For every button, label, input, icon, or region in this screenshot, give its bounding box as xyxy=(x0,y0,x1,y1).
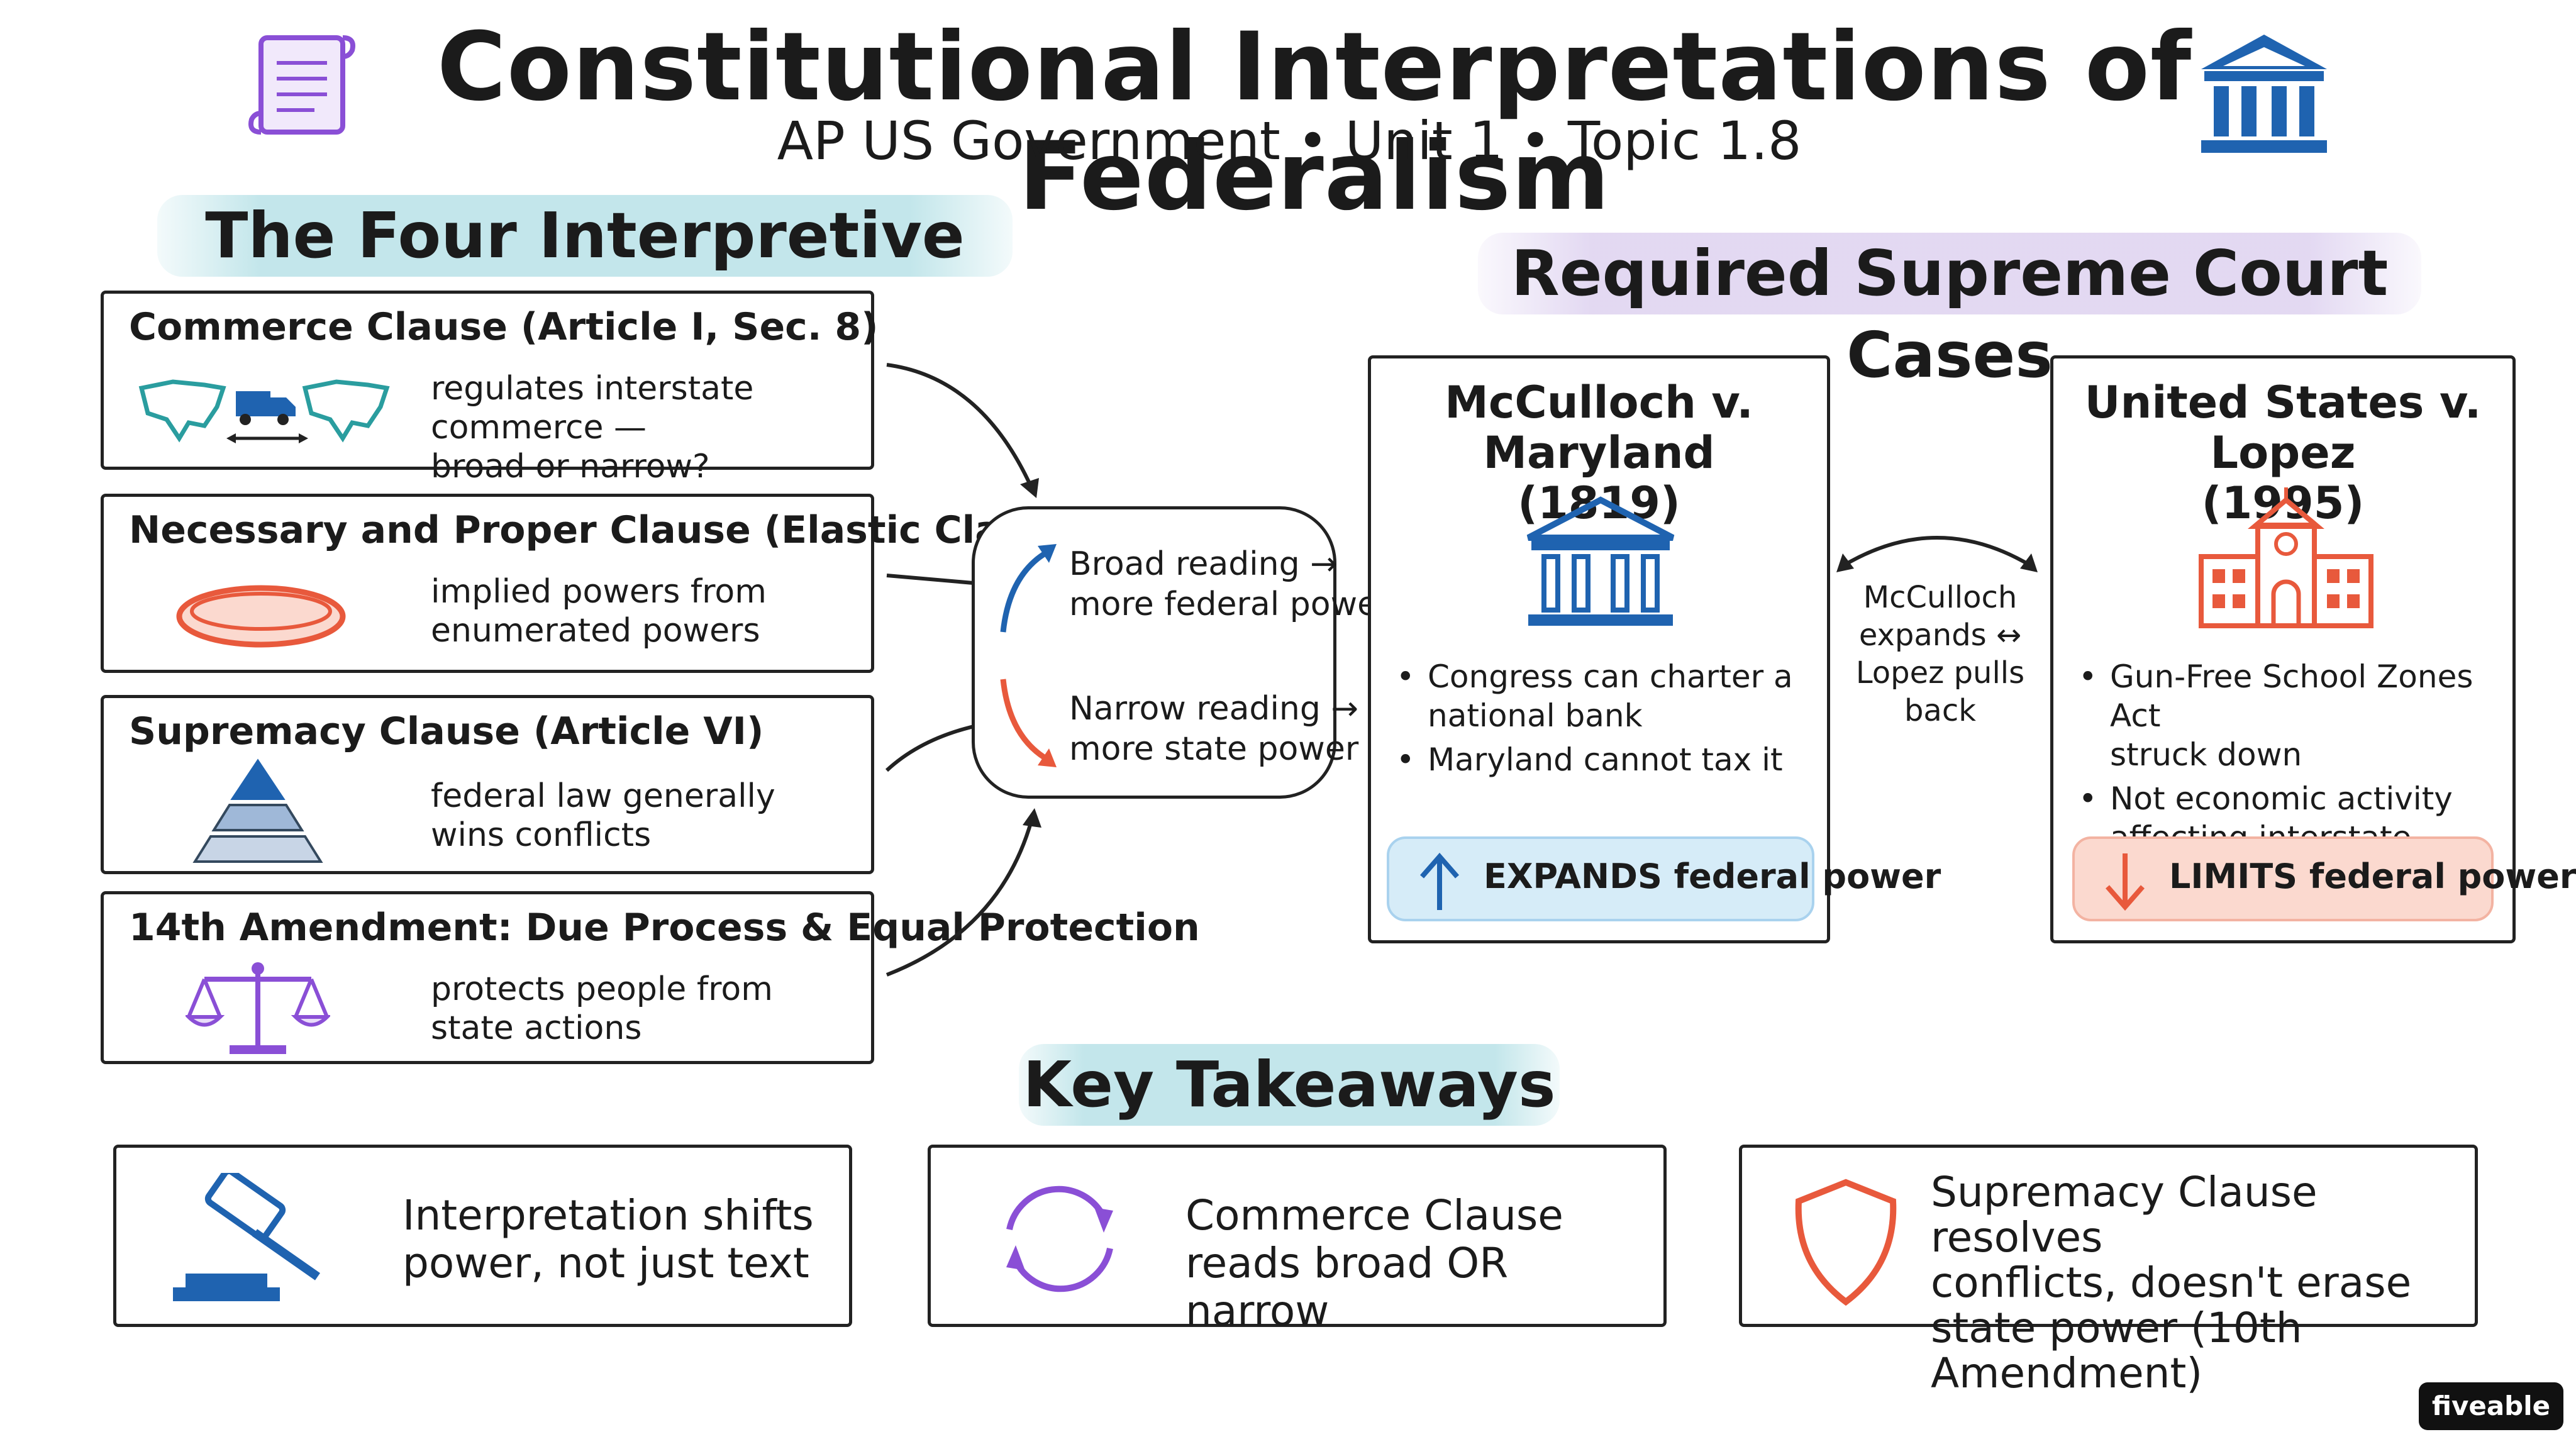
broad-reading-line: more federal power xyxy=(1069,586,1391,623)
tool-title: 14th Amendment: Due Process & Equal Prot… xyxy=(129,906,1200,950)
tool-desc-line: wins conflicts xyxy=(431,816,652,854)
takeaway-line: Supremacy Clause resolves xyxy=(1931,1168,2318,1262)
case-bullet-continued: national bank xyxy=(1428,697,1643,734)
tool-desc-line: broad or narrow? xyxy=(431,448,710,486)
takeaway-line: Commerce Clause xyxy=(1185,1191,1563,1240)
takeaway-card: Commerce Clause reads broad OR narrow xyxy=(928,1145,1667,1335)
us-map-truck-icon xyxy=(135,369,399,457)
takeaways-heading: Key Takeaways xyxy=(1019,1044,1560,1126)
comparison-line: Lopez pulls back xyxy=(1855,655,2025,728)
takeaway-line: power, not just text xyxy=(402,1239,809,1287)
tool-box-commerce: Commerce Clause (Article I, Sec. 8) regu… xyxy=(101,291,879,486)
cases-heading: Required Supreme Court Cases xyxy=(1478,233,2421,392)
tool-desc-line: protects people from xyxy=(431,970,773,1008)
tools-heading: The Four Interpretive Tools xyxy=(157,195,1013,354)
gavel-icon xyxy=(173,1168,336,1305)
expands-badge: EXPANDS federal power xyxy=(1387,836,1941,921)
courthouse-icon xyxy=(1519,494,1682,632)
narrow-reading-arrow-icon xyxy=(1000,679,1057,767)
broad-reading-arrow-icon xyxy=(1000,544,1057,633)
tool-box-necessary-proper: Necessary and Proper Clause (Elastic Cla… xyxy=(101,494,1092,673)
comparison-line: expands ↔ xyxy=(1858,618,2022,653)
tool-desc-line: federal law generally xyxy=(431,777,775,815)
case-title-name: McCulloch v. Maryland xyxy=(1445,377,1753,479)
expands-badge-label: EXPANDS federal power xyxy=(1484,857,1941,896)
tool-desc-line: state actions xyxy=(431,1009,642,1047)
takeaway-line: Interpretation shifts xyxy=(402,1191,814,1240)
narrow-reading-line: Narrow reading → xyxy=(1069,690,1358,728)
scroll-icon xyxy=(248,28,362,148)
takeaway-card: Supremacy Clause resolves conflicts, doe… xyxy=(1739,1145,2478,1396)
takeaway-line: conflicts, doesn't erase xyxy=(1931,1258,2412,1307)
up-arrow-icon xyxy=(1419,852,1460,910)
broad-reading-line: Broad reading → xyxy=(1069,545,1338,583)
school-icon xyxy=(2195,487,2377,632)
case-bullet: Maryland cannot tax it xyxy=(1428,741,1783,778)
elastic-band-icon xyxy=(167,572,355,660)
takeaway-line: reads broad OR narrow xyxy=(1185,1239,1509,1335)
cycle-arrows-icon xyxy=(991,1173,1129,1305)
tool-desc-line: enumerated powers xyxy=(431,612,760,650)
case-bullet: Gun-Free School Zones Act xyxy=(2110,658,2473,734)
tool-desc-line: regulates interstate commerce — xyxy=(431,370,754,447)
scales-icon xyxy=(184,957,332,1058)
tool-box-supremacy: Supremacy Clause (Article VI) federal la… xyxy=(101,695,874,874)
tool-title: Necessary and Proper Clause (Elastic Cla… xyxy=(129,508,1093,552)
case-bullet: Congress can charter a xyxy=(1428,658,1793,695)
page-title: Constitutional Interpretations of Federa… xyxy=(436,13,2192,231)
takeaway-card: Interpretation shifts power, not just te… xyxy=(113,1145,852,1327)
pyramid-icon xyxy=(176,755,340,868)
case-card-mcculloch: McCulloch v. Maryland (1819) Congress ca… xyxy=(1368,355,1941,943)
limits-badge-label: LIMITS federal power xyxy=(2169,857,2576,896)
case-bullet: Not economic activity xyxy=(2110,780,2453,817)
comparison-line: McCulloch xyxy=(1863,580,2018,615)
tool-title: Commerce Clause (Article I, Sec. 8) xyxy=(129,305,879,349)
tool-box-14th-amendment: 14th Amendment: Due Process & Equal Prot… xyxy=(101,891,1200,1064)
double-arrow-icon xyxy=(1836,536,2038,572)
case-title-name: United States v. Lopez xyxy=(2084,377,2482,479)
down-arrow-icon xyxy=(2105,853,2145,911)
tool-desc-line: implied powers from xyxy=(431,573,767,611)
capitol-columns-icon xyxy=(2189,28,2340,160)
tool-title: Supremacy Clause (Article VI) xyxy=(129,709,764,753)
takeaway-line: state power (10th Amendment) xyxy=(1931,1304,2302,1397)
shield-icon xyxy=(1789,1176,1902,1308)
case-bullet-continued: struck down xyxy=(2110,736,2302,773)
case-card-lopez: United States v. Lopez (1995) Gun-Free S… xyxy=(2050,355,2576,943)
page-subtitle: AP US Government • Unit 1 • Topic 1.8 xyxy=(777,110,1802,172)
narrow-reading-line: more state power xyxy=(1069,730,1359,768)
limits-badge: LIMITS federal power xyxy=(2072,836,2576,921)
brand-logo: fiveable xyxy=(2419,1382,2563,1430)
